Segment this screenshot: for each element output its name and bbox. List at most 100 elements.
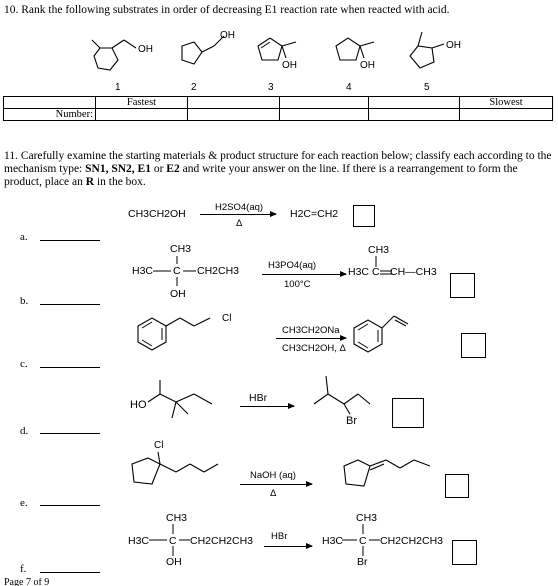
reaction-b-reactant-right: CH2CH3 [197,265,240,277]
reaction-d-reagent: HBr [249,392,268,404]
reaction-f-product-top: CH3 [356,512,378,524]
q11-text-part: and write your answer on the line. If th… [4,163,518,188]
reaction-b-product-bonds [375,256,392,275]
question-10-text: 10. Rank the following substrates in ord… [4,4,450,16]
rank-answer-cell[interactable] [368,108,460,121]
reaction-f-bonds [149,524,190,556]
molecule-5: OH [409,31,461,69]
rank-cell[interactable] [368,96,460,109]
reaction-e-rearrangement-box[interactable] [445,474,469,498]
reaction-f-arrow [264,543,313,549]
reaction-b-rearrangement-box[interactable] [450,273,475,298]
chlorine-label: Cl [222,313,231,324]
reaction-a-condition: Δ [236,218,243,229]
molecule-3: OH [257,37,297,71]
q11-e2-bold: E2 [166,163,180,175]
reaction-b-reactant-bottom: OH [170,288,186,300]
molecule-1: OH [91,39,153,71]
rank-answer-cell[interactable] [95,108,188,121]
reaction-b-condition: 100°C [284,279,311,290]
reaction-e-condition: Δ [270,488,277,499]
reaction-b-answer-line[interactable] [40,304,100,305]
rank-answer-cell[interactable] [459,108,553,121]
reaction-e-reagent: NaOH (aq) [250,470,296,481]
rank-cell[interactable] [187,96,280,109]
reaction-e-product-structure [343,459,431,487]
reaction-b-label: b. [20,295,29,307]
rank-cell[interactable] [279,96,369,109]
hydroxyl-label: OH [446,40,461,51]
reaction-e-answer-line[interactable] [40,505,100,506]
reaction-f-reagent: HBr [271,531,288,542]
molecule-number-4: 4 [346,82,352,93]
rank-answer-cell[interactable] [187,108,280,121]
chlorine-label: Cl [154,440,163,451]
reaction-a-rearrangement-box[interactable] [353,205,375,227]
reaction-c-reactant-structure: Cl [137,313,231,351]
hydroxyl-label: HO [130,399,147,411]
reaction-c-label: c. [20,358,28,370]
reaction-e-reactant-structure: Cl [131,440,219,485]
reaction-d-arrow [240,403,295,409]
reaction-f-product-bottom: Br [357,556,368,568]
hydroxyl-label: OH [282,60,297,71]
rank-cell-slowest: Slowest [459,96,553,109]
reaction-a-answer-line[interactable] [40,240,100,241]
q11-text-part: 11. Carefully examine the starting mater… [4,150,552,175]
reaction-a-arrow [200,211,277,217]
reaction-b-reactant-center: C [173,265,181,277]
reaction-b-arrow [262,271,347,277]
rank-answer-cell[interactable] [279,108,369,121]
reaction-f-product-center: C [359,535,367,547]
q11-r-bold: R [85,176,95,188]
reaction-c-answer-line[interactable] [40,367,100,368]
reaction-f-product-bonds [342,524,380,556]
reaction-b-bonds [153,256,196,286]
reaction-c-product-structure [353,315,409,353]
molecule-number-1: 1 [115,82,121,93]
reaction-b-reagent: H3PO4(aq) [268,260,317,271]
reaction-b-reactant-top: CH3 [170,243,192,255]
reaction-d-label: d. [20,425,29,437]
reaction-e-label: e. [20,497,28,509]
reaction-f-product-left: H3C [322,535,344,547]
question-11-text: 11. Carefully examine the starting mater… [4,150,552,189]
reaction-a-product: H2C=CH2 [290,208,339,220]
q11-mechanisms-bold: SN1, SN2, E1 [85,163,151,175]
q11-text-part: in the box. [94,176,146,188]
molecule-number-3: 3 [268,82,274,93]
rank-cell-fastest: Fastest [95,96,188,109]
reaction-c-condition: CH3CH2OH, Δ [282,343,346,354]
bromine-label: Br [346,415,357,427]
reaction-c-rearrangement-box[interactable] [461,333,486,358]
page-footer: Page 7 of 9 [4,578,50,586]
reaction-d-rearrangement-box[interactable] [392,398,424,428]
reaction-f-product-right: CH2CH2CH3 [380,535,444,547]
reaction-f-reactant-bottom: OH [166,556,182,568]
reaction-a-reagent: H2SO4(aq) [215,202,264,213]
reaction-b-product-center: C [372,266,380,278]
reaction-b-reactant-left: H3C [132,265,154,277]
q11-text-part: or [150,163,167,175]
reaction-e-arrow [240,481,313,487]
reaction-f-reactant-center: C [169,535,177,547]
reaction-f-answer-line[interactable] [40,572,100,573]
reaction-f-reactant-left: H3C [128,535,150,547]
reaction-b-product-right: CH—CH3 [390,266,437,278]
reaction-f-rearrangement-box[interactable] [452,540,477,565]
molecule-number-2: 2 [191,82,197,93]
reaction-c-arrow [276,335,347,341]
molecule-2: OH [181,30,235,65]
rank-row-label: Number: [3,108,96,121]
reaction-f-reactant-right: CH2CH2CH3 [190,535,254,547]
reaction-d-product-structure: Br [313,375,371,427]
hydroxyl-label: OH [220,30,235,41]
reaction-b-product-left: H3C [348,266,370,278]
rank-cell-label [3,96,96,109]
reaction-d-reactant-structure: HO [130,380,213,419]
reaction-d-answer-line[interactable] [40,433,100,434]
reaction-f-reactant-top: CH3 [166,512,188,524]
reaction-a-label: a. [20,231,28,243]
hydroxyl-label: OH [138,44,153,55]
ranking-table: Fastest Slowest Number: [3,96,553,121]
